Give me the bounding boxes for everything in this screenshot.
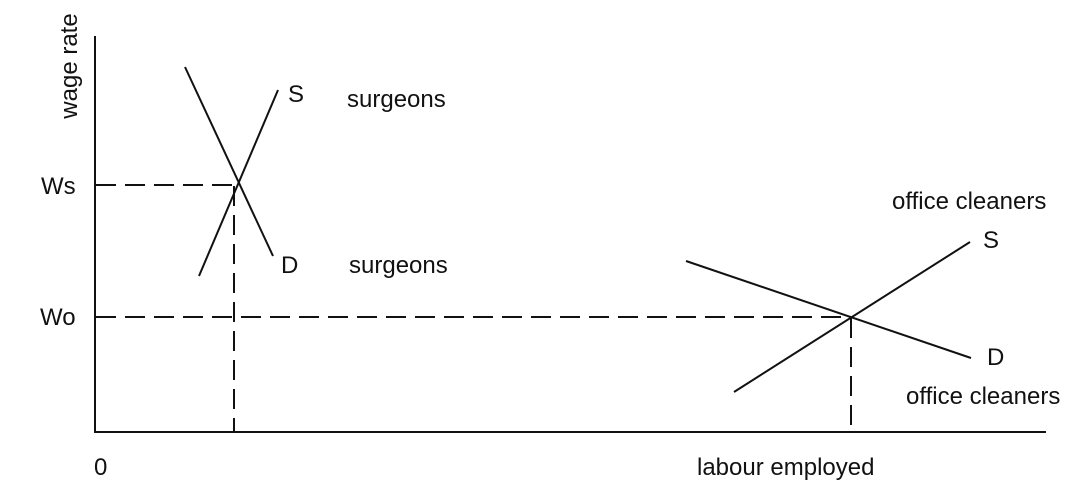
surgeons-supply-letter: S [288, 81, 304, 108]
x-axis-label: labour employed [697, 454, 874, 481]
cleaners-demand-letter: D [987, 344, 1004, 371]
cleaners-supply-curve [733, 241, 971, 393]
cleaners-demand-name: office cleaners [906, 383, 1060, 410]
cleaners-supply-name: office cleaners [892, 188, 1046, 215]
wo-wage-label: Wo [40, 304, 76, 331]
origin-label: 0 [94, 454, 107, 481]
ws-wage-label: Ws [41, 173, 76, 200]
cleaners-supply-letter: S [983, 227, 999, 254]
surgeons-demand-curve [184, 66, 274, 257]
surgeons-demand-name: surgeons [349, 252, 448, 279]
surgeons-supply-name: surgeons [347, 86, 446, 113]
surgeons-demand-letter: D [281, 252, 298, 279]
cleaners-demand-curve [685, 260, 972, 359]
y-axis-label: wage rate [56, 13, 83, 119]
surgeons-supply-curve [198, 89, 279, 277]
